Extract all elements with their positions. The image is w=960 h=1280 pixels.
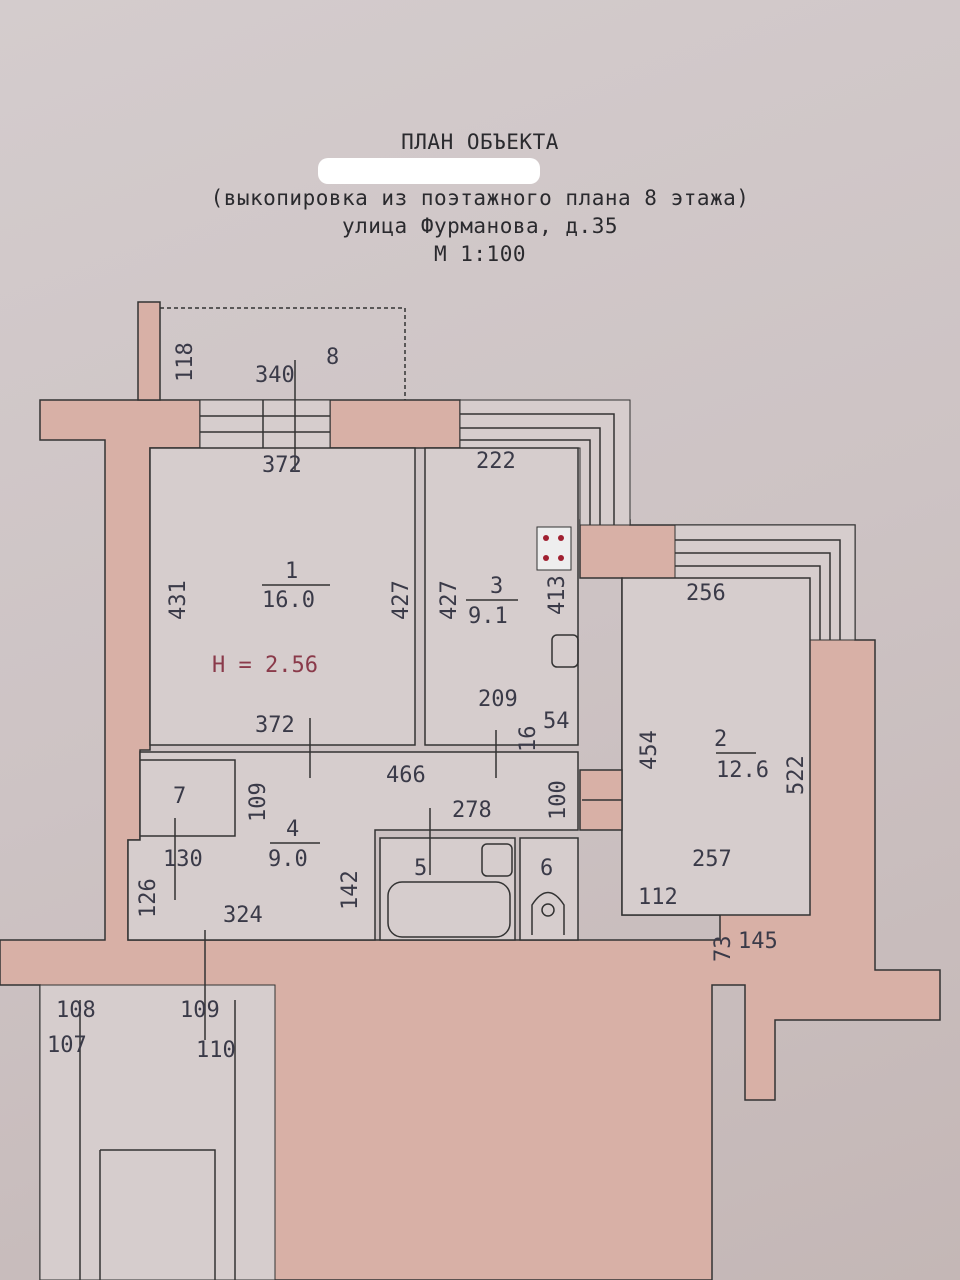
room-3 <box>424 447 579 746</box>
svg-text:372: 372 <box>255 713 295 738</box>
svg-text:109: 109 <box>246 782 271 822</box>
room-6-number: 6 <box>540 856 553 881</box>
svg-text:118: 118 <box>173 342 198 382</box>
dimension-labels: 118 340 372 222 431 427 427 413 256 454 … <box>47 342 809 1063</box>
room-1-number: 1 <box>285 559 298 584</box>
svg-text:413: 413 <box>545 575 570 615</box>
svg-text:100: 100 <box>546 780 571 820</box>
svg-text:126: 126 <box>136 878 161 918</box>
room-2-number: 2 <box>714 727 727 752</box>
svg-text:257: 257 <box>692 847 732 872</box>
bath-sink-icon <box>481 843 513 877</box>
plan-subtitle: (выкопировка из поэтажного плана 8 этажа… <box>210 186 750 210</box>
scale: М 1:100 <box>433 242 526 266</box>
stove-icon <box>536 526 572 571</box>
address: улица Фурманова, д.35 <box>341 214 618 238</box>
svg-text:109: 109 <box>180 998 220 1023</box>
window-room1 <box>199 399 331 449</box>
staircase <box>39 984 276 1280</box>
room-3-area: 9.1 <box>468 604 508 629</box>
ceiling-height: Н = 2.56 <box>212 653 318 678</box>
balcony-edge <box>160 307 406 400</box>
svg-text:256: 256 <box>686 581 726 606</box>
svg-text:340: 340 <box>255 363 295 388</box>
svg-text:130: 130 <box>163 847 203 872</box>
svg-text:427: 427 <box>437 580 462 620</box>
svg-text:73: 73 <box>711 936 736 963</box>
kitchen-sink-icon <box>551 634 579 668</box>
plan-title: ПЛАН ОБЪЕКТА <box>401 130 559 154</box>
svg-text:16: 16 <box>516 726 541 753</box>
svg-text:107: 107 <box>47 1033 87 1058</box>
svg-text:278: 278 <box>452 798 492 823</box>
svg-text:112: 112 <box>638 885 678 910</box>
room-1-area: 16.0 <box>262 588 315 613</box>
svg-text:209: 209 <box>478 687 518 712</box>
svg-text:466: 466 <box>386 763 426 788</box>
room-4-number: 4 <box>286 817 299 842</box>
dimension-lines <box>174 360 622 1040</box>
room-6-wc <box>519 837 579 941</box>
svg-text:454: 454 <box>637 730 662 770</box>
svg-text:372: 372 <box>262 453 302 478</box>
svg-text:427: 427 <box>389 580 414 620</box>
room-4-area: 9.0 <box>268 847 308 872</box>
room-5-bath <box>379 837 516 941</box>
svg-text:145: 145 <box>738 929 778 954</box>
room-1 <box>149 447 416 746</box>
svg-text:431: 431 <box>166 580 191 620</box>
svg-text:142: 142 <box>338 870 363 910</box>
balcony-wall <box>137 301 161 401</box>
room-8-number: 8 <box>326 345 339 370</box>
room-7-number: 7 <box>173 784 186 809</box>
room-3-number: 3 <box>490 574 503 599</box>
svg-text:108: 108 <box>56 998 96 1023</box>
room-4-hall <box>127 751 579 941</box>
bathtub-icon <box>387 881 511 938</box>
svg-text:54: 54 <box>543 709 570 734</box>
room-5-number: 5 <box>414 856 427 881</box>
room-2-area: 12.6 <box>716 758 769 783</box>
svg-text:324: 324 <box>223 903 263 928</box>
svg-text:110: 110 <box>196 1038 236 1063</box>
svg-text:222: 222 <box>476 449 516 474</box>
room-2 <box>621 577 811 916</box>
svg-text:522: 522 <box>784 755 809 795</box>
toilet-icon <box>531 891 565 935</box>
room-7-closet <box>140 759 236 837</box>
window-room3 <box>459 399 631 526</box>
redacted-area <box>318 158 540 184</box>
